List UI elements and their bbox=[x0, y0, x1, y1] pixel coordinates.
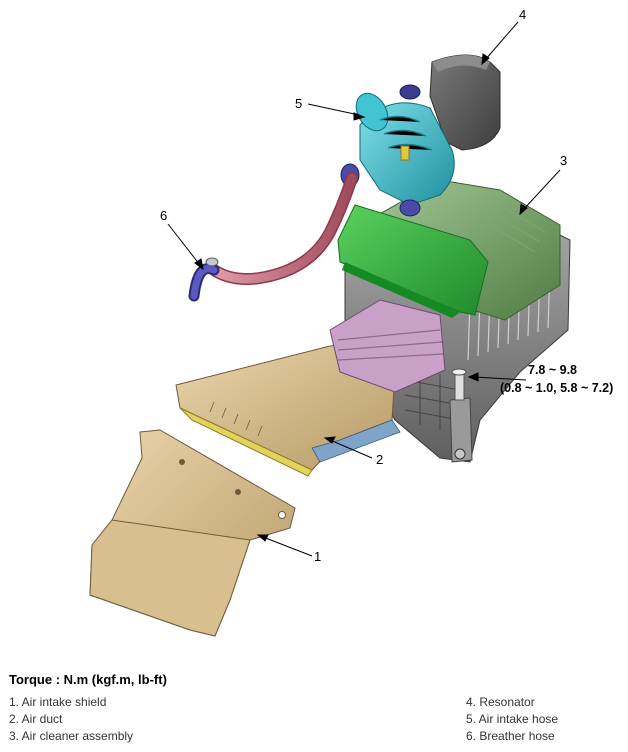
air-cleaner-assembly bbox=[337, 179, 571, 463]
callout-1: 1 bbox=[314, 549, 321, 564]
torque-value-conversions: (0.8 ~ 1.0, 5.8 ~ 7.2) bbox=[500, 381, 613, 395]
parts-legend-right: 4. Resonator 5. Air intake hose 6. Breat… bbox=[466, 694, 558, 745]
air-duct bbox=[175, 299, 446, 477]
leader-lines bbox=[167, 21, 561, 557]
air-cleaner-exploded-diagram: 1 2 3 4 5 6 7.8 ~ 9.8 (0.8 ~ 1.0, 5.8 ~ … bbox=[89, 7, 613, 637]
callout-5: 5 bbox=[295, 96, 302, 111]
torque-units-title: Torque : N.m (kgf.m, lb-ft) bbox=[9, 672, 167, 687]
parts-legend-left: 1. Air intake shield 2. Air duct 3. Air … bbox=[9, 694, 133, 745]
callout-2: 2 bbox=[376, 452, 383, 467]
callout-6: 6 bbox=[160, 208, 167, 223]
resonator bbox=[429, 54, 501, 151]
legend-item: 6. Breather hose bbox=[466, 729, 555, 743]
callout-4: 4 bbox=[519, 7, 526, 22]
legend-item: 1. Air intake shield bbox=[9, 695, 107, 709]
breather-hose bbox=[188, 172, 358, 302]
legend-item: 3. Air cleaner assembly bbox=[9, 729, 134, 743]
torque-value: 7.8 ~ 9.8 bbox=[528, 363, 577, 377]
callout-3: 3 bbox=[560, 153, 567, 168]
legend-item: 5. Air intake hose bbox=[466, 712, 559, 726]
air-intake-hose bbox=[340, 84, 455, 217]
legend-item: 4. Resonator bbox=[466, 695, 535, 709]
legend-item: 2. Air duct bbox=[9, 712, 63, 726]
air-intake-shield bbox=[89, 429, 296, 637]
